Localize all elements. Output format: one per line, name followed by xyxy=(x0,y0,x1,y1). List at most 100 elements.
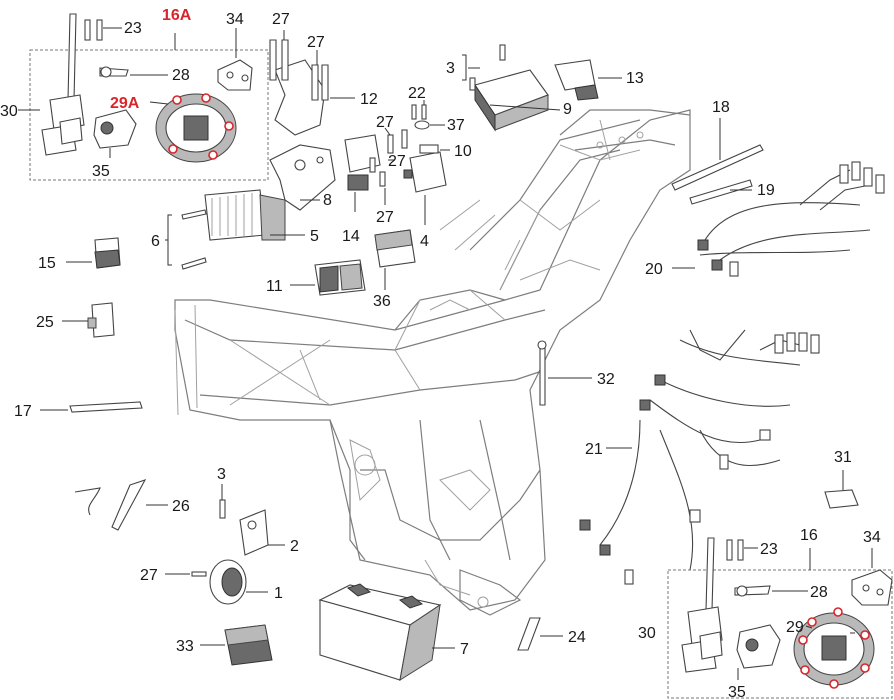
callout-16: 16 xyxy=(800,527,818,544)
callout-7: 7 xyxy=(460,641,469,658)
cover-33 xyxy=(200,624,273,666)
callout-22: 22 xyxy=(408,85,426,102)
callout-27b: 27 xyxy=(307,34,325,51)
screws-23a xyxy=(84,19,122,41)
bracket-12 xyxy=(269,39,355,136)
fuel-cap-29A xyxy=(149,93,237,163)
fuel-cap-29 xyxy=(793,607,875,689)
callout-28b: 28 xyxy=(810,584,828,601)
callout-27c: 27 xyxy=(376,114,394,131)
relay-13 xyxy=(554,59,622,101)
strap-32 xyxy=(537,340,592,406)
screws-23b xyxy=(726,539,758,561)
screws-27-cluster xyxy=(369,129,408,187)
callout-4: 4 xyxy=(420,233,429,250)
steering-lock-35a xyxy=(93,109,137,158)
callout-23a: 23 xyxy=(124,20,142,37)
callout-1: 1 xyxy=(274,585,283,602)
callout-8: 8 xyxy=(323,192,332,209)
callout-35b: 35 xyxy=(728,684,746,700)
callout-36: 36 xyxy=(373,293,391,310)
callout-12: 12 xyxy=(360,91,378,108)
clip-31 xyxy=(824,470,859,509)
screws-3a xyxy=(462,44,506,91)
callout-15: 15 xyxy=(38,255,56,272)
callout-27d: 27 xyxy=(388,153,406,170)
relay-15 xyxy=(66,237,121,269)
callout-11: 11 xyxy=(266,278,283,295)
callout-17: 17 xyxy=(14,403,32,420)
callout-3b: 3 xyxy=(217,466,226,483)
callout-6: 6 xyxy=(151,233,160,250)
callout-5: 5 xyxy=(310,228,319,245)
callout-27a: 27 xyxy=(272,11,290,28)
callout-18: 18 xyxy=(712,99,730,116)
fuse-10 xyxy=(419,144,450,154)
ignition-switch-30a xyxy=(41,13,85,156)
callout-34a: 34 xyxy=(226,11,244,28)
ignition-switch-30b xyxy=(681,537,723,673)
callout-30a: 30 xyxy=(0,103,18,120)
callout-37: 37 xyxy=(447,117,465,134)
callout-27f: 27 xyxy=(140,567,158,584)
callout-19: 19 xyxy=(757,182,775,199)
callout-26: 26 xyxy=(172,498,190,515)
relay-bracket-14 xyxy=(344,134,381,212)
leader-lines xyxy=(18,30,855,634)
relay-11 xyxy=(290,259,366,296)
cable-clamp-19 xyxy=(689,179,753,205)
callout-20: 20 xyxy=(645,261,663,278)
screw-3b xyxy=(219,484,226,519)
callout-24: 24 xyxy=(568,629,586,646)
callout-14: 14 xyxy=(342,228,360,245)
battery-7 xyxy=(318,583,455,682)
cdi-unit-9 xyxy=(474,69,561,132)
callout-13: 13 xyxy=(626,70,644,87)
callout-29: 29 xyxy=(786,619,804,636)
callout-25: 25 xyxy=(36,314,54,331)
callout-35a: 35 xyxy=(92,163,110,180)
callout-23b: 23 xyxy=(760,541,778,558)
battery-strap-26 xyxy=(74,479,168,531)
callout-labels: 16A 29A 23 34 28 30 35 27 27 12 3 13 9 2… xyxy=(0,7,881,700)
callout-29A: 29A xyxy=(110,95,140,112)
callout-34b: 34 xyxy=(863,529,881,546)
callout-10: 10 xyxy=(454,143,472,160)
callout-30b: 30 xyxy=(638,625,656,642)
screws-22 xyxy=(411,104,427,120)
horn-bracket-2 xyxy=(239,509,285,556)
strap-17 xyxy=(40,401,143,413)
inset-box-16 xyxy=(667,548,893,699)
callout-2: 2 xyxy=(290,538,299,555)
rectifier-regulator-5 xyxy=(204,189,305,241)
callout-3a: 3 xyxy=(446,60,455,77)
key-28b xyxy=(734,585,808,597)
key-28a xyxy=(99,66,168,78)
sub-harness-20 xyxy=(672,161,885,277)
callout-21: 21 xyxy=(585,441,603,458)
callout-27e: 27 xyxy=(376,209,394,226)
frame-assembly xyxy=(174,109,691,616)
horn-1 xyxy=(209,559,268,605)
regulator-mount-8 xyxy=(269,144,336,211)
cable-tie-18 xyxy=(671,118,764,191)
steering-lock-35b xyxy=(736,624,781,680)
fuse-24 xyxy=(517,617,563,651)
callout-31: 31 xyxy=(834,449,852,466)
bracket-34a xyxy=(217,28,253,91)
connector-25 xyxy=(62,302,115,338)
inset-box-16A xyxy=(29,33,269,181)
bracket-34b xyxy=(851,548,893,606)
main-harness-21 xyxy=(579,329,820,585)
screw-27f xyxy=(165,571,207,577)
callout-32: 32 xyxy=(597,371,615,388)
callout-16A: 16A xyxy=(162,7,192,24)
starter-relay-4 xyxy=(403,151,447,225)
callout-9: 9 xyxy=(563,101,572,118)
washer-37 xyxy=(414,120,445,130)
callout-28a: 28 xyxy=(172,67,190,84)
relay-36 xyxy=(374,229,416,290)
callout-33: 33 xyxy=(176,638,194,655)
bolts-6 xyxy=(165,209,207,270)
